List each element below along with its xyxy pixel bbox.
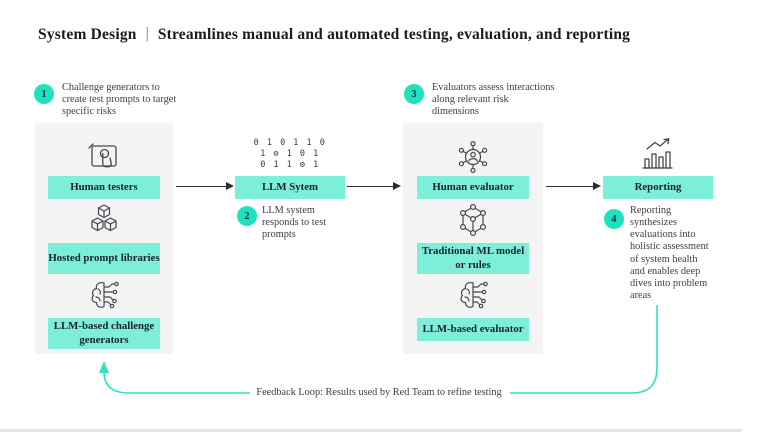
node-human-evaluator: Human evaluator: [417, 176, 529, 199]
bar-chart-icon: [635, 136, 679, 174]
ml-network-icon: [454, 202, 492, 240]
brain-circuit-icon: [85, 277, 123, 315]
node-reporting: Reporting: [603, 176, 713, 199]
title-left: System Design: [38, 26, 137, 43]
step-badge-1: 1: [34, 84, 54, 104]
bottom-divider-bar: [0, 429, 742, 432]
cubes-icon: [85, 202, 123, 240]
binary-row: 0 1 1 ⚙ 1: [260, 160, 320, 170]
node-traditional-ml: Traditional ML model or rules: [417, 243, 529, 274]
binary-gear-icon: 0 1 0 1 1 0 1 ⚙ 1 0 1 0 1 1 ⚙ 1: [240, 138, 340, 171]
binary-row: 0 1 0 1 1 0: [253, 138, 327, 148]
tablet-touch-icon: [85, 139, 123, 177]
brain-circuit-icon: [454, 277, 492, 315]
generators-panel: [35, 123, 173, 354]
node-llm-challenge-generators: LLM-based challenge generators: [48, 318, 160, 349]
feedback-loop-label: Feedback Loop: Results used by Red Team …: [256, 387, 502, 398]
person-network-icon: [453, 138, 493, 176]
title-subtitle: Streamlines manual and automated testing…: [157, 26, 631, 43]
flow-arrow-generators-to-llm: [176, 182, 234, 190]
page-title: System Design | Streamlines manual and a…: [38, 25, 631, 44]
step-badge-3: 3: [404, 84, 424, 104]
flow-arrow-llm-to-evaluators: [347, 182, 401, 190]
node-hosted-prompt-libraries: Hosted prompt libraries: [48, 243, 160, 274]
flow-arrow-evaluators-to-reporting: [546, 182, 601, 190]
step-text-2: LLM system responds to test prompts: [262, 205, 327, 241]
feedback-arrowhead: [99, 361, 109, 373]
step-text-3: Evaluators assess interactions along rel…: [432, 82, 555, 118]
node-llm-evaluator: LLM-based evaluator: [417, 318, 529, 341]
binary-row: 1 ⚙ 1 0 1: [260, 149, 320, 159]
step-text-1: Challenge generators to create test prom…: [62, 82, 177, 118]
step-badge-2: 2: [237, 206, 257, 226]
step-badge-4: 4: [604, 209, 624, 229]
title-separator: |: [145, 25, 149, 42]
node-human-testers: Human testers: [48, 176, 160, 199]
step-text-4: Reporting synthesizes evaluations into h…: [630, 205, 709, 301]
node-llm-system: LLM Sytem: [235, 176, 345, 199]
